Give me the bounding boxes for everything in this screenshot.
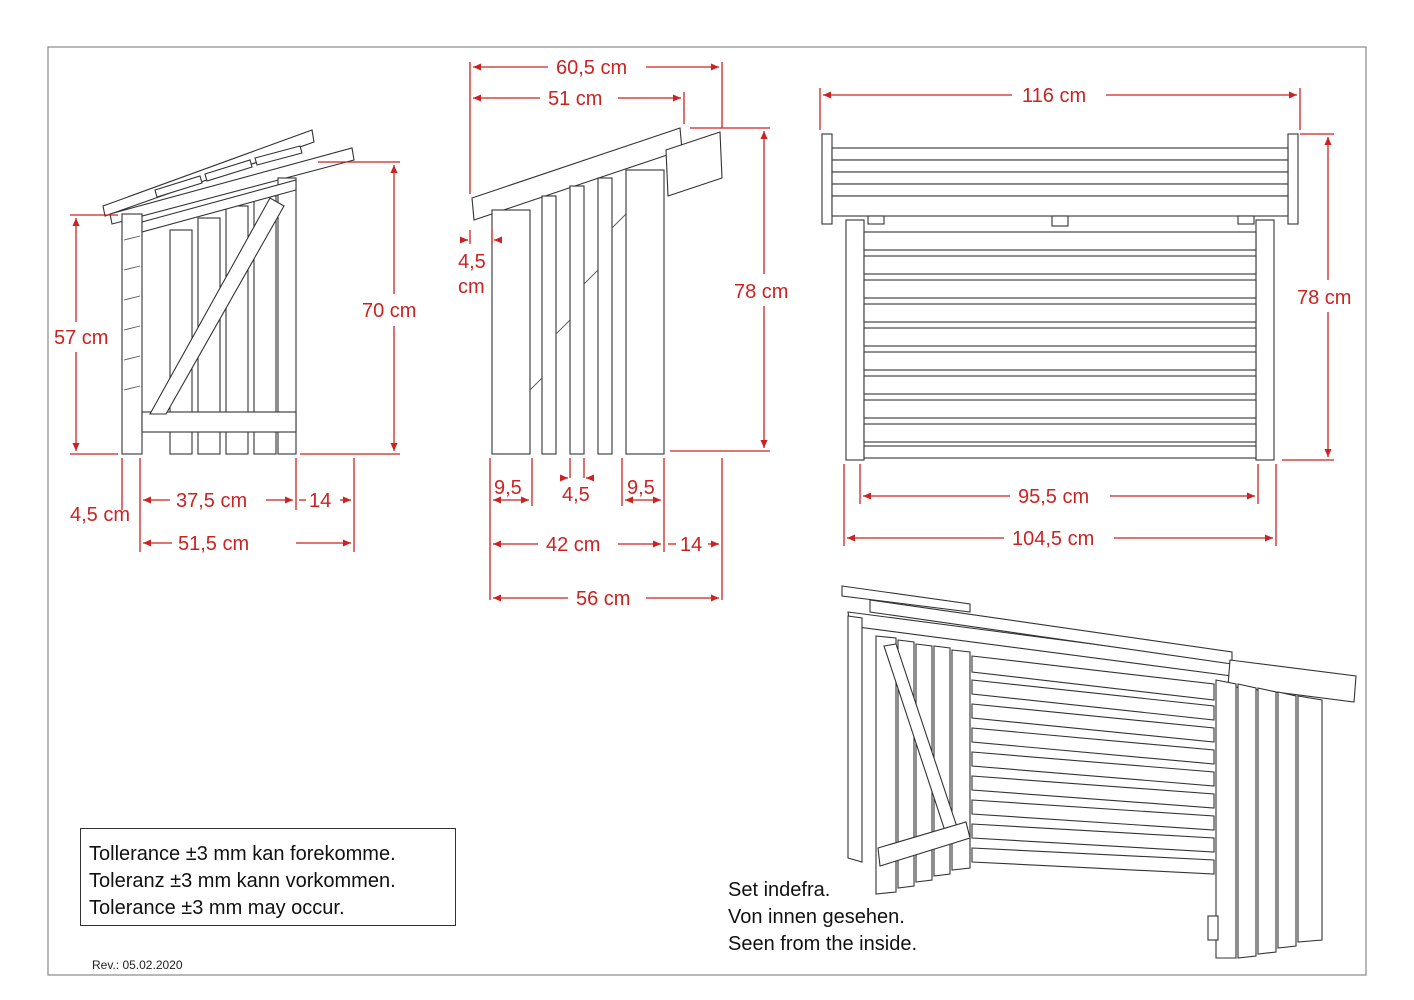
section-slat-a-label: 9,5 [494,477,522,499]
section-slat-b-label: 9,5 [627,477,655,499]
section-overhang-label: 14 [680,534,702,556]
inside-caption-english: Seen from the inside. [728,933,917,955]
section-view: 60,5 cm 51 cm 4,5 cm 78 cm 9,5 4,5 [458,57,788,610]
tolerance-note-danish: Tollerance ±3 mm kan forekomme. [89,843,396,865]
section-total-label: 56 cm [576,588,630,610]
tolerance-note-german: Toleranz ±3 mm kann vorkommen. [89,870,396,892]
side-inner-depth-label: 37,5 cm [176,490,247,512]
section-inner-label: 42 cm [546,534,600,556]
section-gap-label: 4,5 [562,484,590,506]
front-height-label: 78 cm [1297,287,1351,309]
tolerance-note-english: Tolerance ±3 mm may occur. [89,897,345,919]
front-roof-width-label: 116 cm [1022,85,1086,107]
side-front-height-label: 57 cm [54,327,108,349]
front-outer-width-label: 104,5 cm [1012,528,1094,550]
section-board-thickness-label: 4,5 [458,251,486,273]
side-total-height-label: 70 cm [362,300,416,322]
inside-view-caption: Set indefra. Von innen gesehen. Seen fro… [728,877,917,958]
side-post-label: 4,5 cm [70,504,130,526]
revision-date: Rev.: 05.02.2020 [92,958,183,972]
section-roof-inner-label: 51 cm [548,88,602,110]
side-total-depth-label: 51,5 cm [178,533,249,555]
perspective-view [841,585,1357,959]
section-height-label: 78 cm [734,281,788,303]
sheet-frame [47,46,1367,976]
side-view: 57 cm 70 cm 37,5 cm 14 4,5 cm 51,5 cm [54,129,416,555]
inside-caption-danish: Set indefra. [728,879,831,901]
front-view: 116 cm 78 cm 95,5 cm 104,5 cm [819,85,1351,550]
tolerance-note-box: Tollerance ±3 mm kan forekomme. Toleranz… [80,828,456,926]
section-roof-length-label: 60,5 cm [556,57,627,79]
section-board-unit-label: cm [458,276,485,298]
front-inner-width-label: 95,5 cm [1018,486,1089,508]
side-overhang-label: 14 [309,490,331,512]
inside-caption-german: Von innen gesehen. [728,906,905,928]
